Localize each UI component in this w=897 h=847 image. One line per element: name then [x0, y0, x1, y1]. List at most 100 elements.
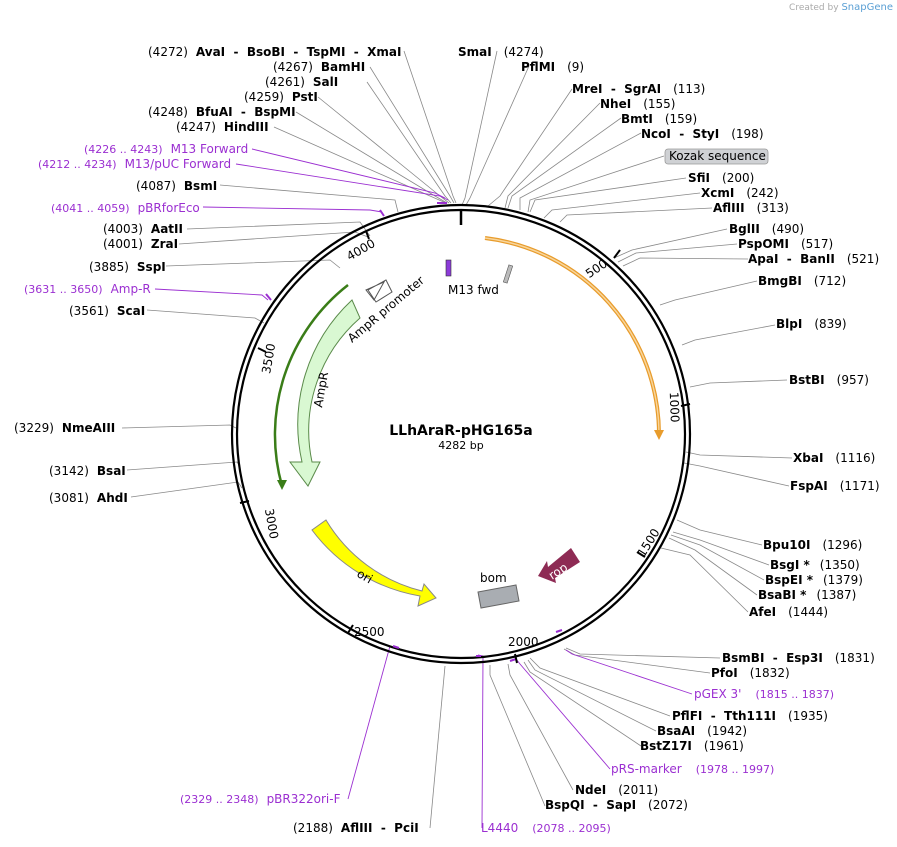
enz-name: BspEI * [765, 573, 814, 587]
enz-pos: (4272) [148, 45, 188, 59]
enz-name: BstBI [789, 373, 825, 387]
svg-text:NheI(155): NheI (155) [600, 97, 675, 111]
tick-1500: 1500 [635, 526, 663, 559]
tick-500: 500 [583, 256, 610, 280]
svg-text:Bpu10I(1296): Bpu10I(1296) [763, 538, 862, 552]
ampr-arc-arrowhead [277, 480, 287, 490]
enz-name: BsmI [184, 179, 217, 193]
svg-text:PflMI(9): PflMI(9) [521, 60, 584, 74]
primer-name: L4440 [481, 821, 518, 835]
svg-text:(4087)BsmI: (4087)BsmI [136, 179, 217, 193]
enz-name: ScaI [117, 304, 145, 318]
enz-name: MreI - SgrAI [572, 82, 661, 96]
svg-text:(4267)BamHI: (4267)BamHI [273, 60, 365, 74]
enz-pos: (1935) [788, 709, 828, 723]
svg-text:NcoI - StyI(198): NcoI - StyI(198) [641, 127, 764, 141]
primer-name: pGEX 3' [694, 687, 741, 701]
enz-name: FspAI [790, 479, 828, 493]
enz-name: PspOMI [738, 237, 789, 251]
enz-name: AvaI - BsoBI - TspMI - XmaI [196, 45, 402, 59]
enz-name: NheI [600, 97, 631, 111]
tick-3500: 3500 [259, 342, 278, 375]
enz-name: BmgBI [758, 274, 802, 288]
enz-name: SmaI [458, 45, 492, 59]
svg-text:(4003)AatII: (4003)AatII [103, 222, 183, 236]
enz-pos: (490) [772, 222, 804, 236]
enz-name: BamHI [321, 60, 365, 74]
enz-pos: (155) [643, 97, 675, 111]
svg-text:NdeI(2011): NdeI(2011) [575, 783, 658, 797]
enz-name: AflIII [713, 201, 745, 215]
enz-name: NmeAIII [62, 421, 115, 435]
enz-pos: (2188) [293, 821, 333, 835]
enz-pos: (3561) [69, 304, 109, 318]
backbone-inner [235, 208, 687, 660]
backbone-outer [230, 203, 692, 665]
enz-pos: (1942) [707, 724, 747, 738]
enz-pos: (1387) [816, 588, 856, 602]
svg-text:BglII(490): BglII(490) [729, 222, 804, 236]
enz-name: BsaI [97, 464, 126, 478]
primer-leader-lines [154, 148, 693, 829]
kozak-box [664, 148, 769, 165]
enz-name: BsaAI [657, 724, 695, 738]
svg-text:pRS-marker(1978 .. 1997): pRS-marker(1978 .. 1997) [611, 762, 774, 776]
enz-name: SspI [137, 260, 166, 274]
svg-text:AfeI(1444): AfeI(1444) [749, 605, 828, 619]
enz-pos: (3081) [49, 491, 89, 505]
svg-text:(4041 .. 4059)pBRforEco: (4041 .. 4059)pBRforEco [51, 201, 200, 215]
enz-name: BsmBI - Esp3I [722, 651, 823, 665]
primer-pos: (1815 .. 1837) [755, 688, 834, 701]
svg-text:FspAI(1171): FspAI (1171) [790, 479, 880, 493]
svg-text:pGEX 3'(1815 .. 1837): pGEX 3' (1815 .. 1837) [694, 687, 834, 701]
enz-pos: (1171) [840, 479, 880, 493]
enz-pos: (517) [801, 237, 833, 251]
enz-pos: (313) [757, 201, 789, 215]
svg-text:SfiI(200): SfiI(200) [688, 171, 754, 185]
svg-text:(4212 .. 4234)M13/pUC Forward: (4212 .. 4234)M13/pUC Forward [38, 157, 231, 171]
enz-name: Bpu10I [763, 538, 810, 552]
enz-name: AatII [151, 222, 183, 236]
primer-pos: (3631 .. 3650) [24, 283, 103, 296]
enz-name: BsaBI * [758, 588, 807, 602]
primer-pos: (4226 .. 4243) [84, 143, 163, 156]
svg-text:XbaI(1116): XbaI(1116) [793, 451, 875, 465]
enz-pos: (113) [673, 82, 705, 96]
svg-text:(4259)PstI: (4259)PstI [244, 90, 318, 104]
svg-text:(3561)ScaI: (3561) ScaI [69, 304, 145, 318]
feature-AmpR-promoter [365, 279, 393, 303]
svg-text:BmgBI(712): BmgBI (712) [758, 274, 846, 288]
enz-name: SalI [313, 75, 338, 89]
enz-name: BstZ17I [640, 739, 692, 753]
orf-arc-highlight [484, 237, 660, 435]
feature-AmpR [289, 299, 361, 487]
enz-name: ZraI [151, 237, 178, 251]
enz-name: NcoI - StyI [641, 127, 719, 141]
orf-arrowhead [654, 430, 664, 440]
enz-pos: (1444) [788, 605, 828, 619]
enz-pos: (712) [814, 274, 846, 288]
enz-name: XcmI [701, 186, 734, 200]
enz-pos: (839) [814, 317, 846, 331]
enz-pos: (9) [567, 60, 584, 74]
enz-name: PflFI - Tth111I [672, 709, 776, 723]
svg-text:(4272)AvaI - BsoBI - TspMI: (4272) AvaI - BsoBI - TspMI - XmaI [148, 45, 401, 59]
enz-pos: (3229) [14, 421, 54, 435]
enz-name: PfoI [711, 666, 738, 680]
svg-text:SmaI(4274): SmaI(4274) [458, 45, 544, 59]
svg-text:ApaI - BanII(521): ApaI - BanII(521) [748, 252, 879, 266]
enz-name: PstI [292, 90, 318, 104]
label-m13-fwd: M13 fwd [448, 283, 499, 297]
primer-pos: (2078 .. 2095) [532, 822, 611, 835]
enz-pos: (957) [837, 373, 869, 387]
svg-text:AflIII(313): AflIII (313) [713, 201, 789, 215]
enz-name: HindIII [224, 120, 269, 134]
enz-pos: (200) [722, 171, 754, 185]
svg-text:(2329 .. 2348)pBR322ori-F: (2329 .. 2348)pBR322ori-F [180, 792, 341, 806]
label-ori: ori [355, 566, 376, 586]
enz-name: BsgI * [770, 558, 811, 572]
svg-text:BlpI(839): BlpI(839) [776, 317, 847, 331]
enz-pos: (4001) [103, 237, 143, 251]
primer-name: pBR322ori-F [267, 792, 341, 806]
